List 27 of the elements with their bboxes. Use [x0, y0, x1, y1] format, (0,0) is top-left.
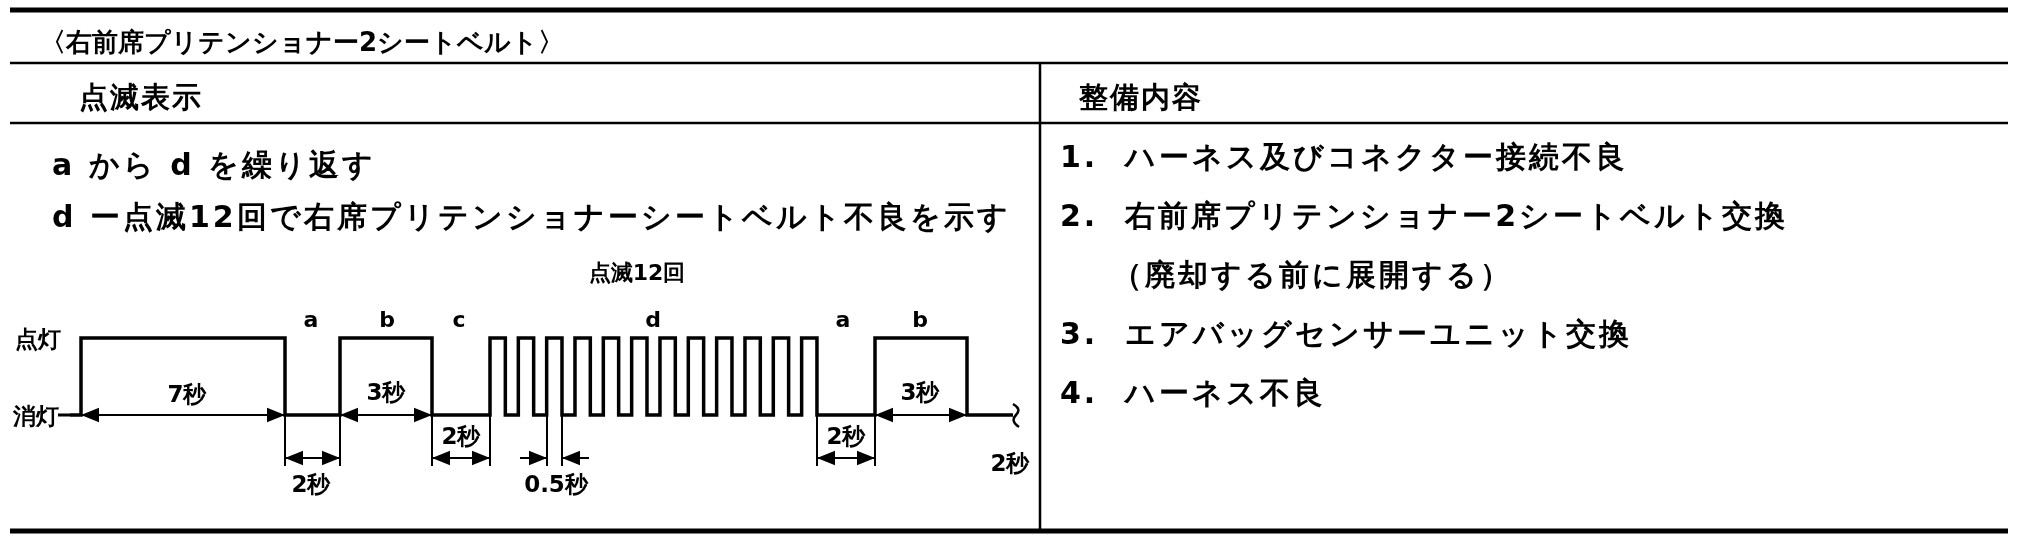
- duration-label: 3秒: [366, 380, 406, 404]
- column-header: 整備内容: [1079, 82, 1203, 112]
- duration-label: 2秒: [826, 424, 866, 448]
- instruction-text: d ー点滅12回で右席プリテンショナーシートベルト不良を示す: [52, 202, 1011, 232]
- segment-letter: d: [645, 309, 661, 331]
- duration-label: 3秒: [900, 380, 940, 404]
- list-item: （廃却する前に展開する）: [1112, 260, 1513, 290]
- pulse-count-label: 点滅12回: [588, 262, 686, 284]
- instruction-text: a から d を繰り返す: [52, 150, 377, 180]
- segment-letter: a: [835, 309, 851, 331]
- list-item: 1. ハーネス及びコネクター接続不良: [1060, 142, 1629, 172]
- list-item: 3. エアバッグセンサーユニット交換: [1060, 319, 1633, 349]
- level-label: 点灯: [15, 327, 61, 351]
- segment-letter: b: [379, 309, 395, 331]
- list-item: 2. 右前席プリテンショナー2シートベルト交換: [1060, 201, 1789, 231]
- table-title: 〈右前席プリテンショナー2シートベルト〉: [40, 29, 565, 55]
- column-header: 点滅表示: [79, 82, 203, 112]
- segment-letter: c: [452, 309, 466, 331]
- duration-label: 2秒: [291, 472, 331, 496]
- duration-label: 2秒: [441, 424, 481, 448]
- list-item: 4. ハーネス不良: [1060, 378, 1327, 408]
- segment-letter: a: [303, 309, 319, 331]
- level-label: 消灯: [13, 404, 59, 428]
- segment-letter: b: [912, 309, 928, 331]
- duration-label: 2秒: [990, 451, 1030, 475]
- duration-label: 0.5秒: [524, 472, 588, 496]
- duration-label: 7秒: [167, 382, 207, 406]
